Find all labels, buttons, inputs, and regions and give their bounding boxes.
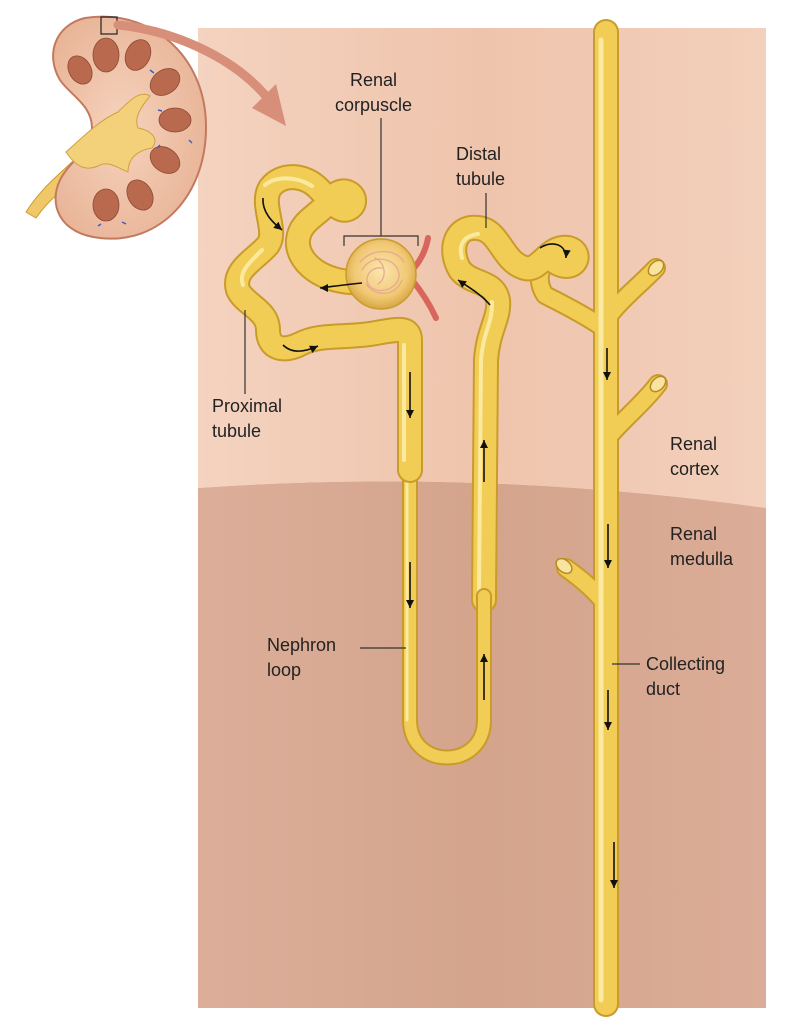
label-renal-corpuscle: Renal corpuscle [335,68,412,118]
renal-pyramids [67,37,192,222]
flow-arrowhead [273,221,282,230]
flow-arrowhead [604,722,612,730]
renal-corpuscle [345,235,439,321]
label-line: Distal [456,144,502,164]
cortex-region [198,28,766,508]
label-line: Renal [350,70,398,90]
renal-corpuscle-bracket [343,118,419,246]
flow-arrowhead [562,249,571,258]
flow-arrowhead [610,880,618,888]
label-line: Collecting [646,654,726,674]
label-renal-cortex: Renal cortex [670,432,719,482]
duct-branch-opening [647,259,665,277]
nephron-tubules [224,19,668,1017]
flow-arrowhead [480,440,488,448]
glomerular-capsule [345,238,417,310]
duct-branch-opening [649,375,667,393]
label-line: duct [646,679,681,699]
flow-arrowhead [406,600,414,608]
collecting-duct [529,19,668,1017]
flow-arrowhead [458,280,467,288]
label-nephron-loop: Nephron loop [267,633,336,683]
kidney-vessels [97,69,193,227]
label-line: corpuscle [335,95,413,115]
duct-branch-opening [555,557,573,575]
label-line: medulla [670,549,734,569]
zoom-pointer-arrowhead [252,84,286,126]
kidney-cross-section [25,15,286,240]
flow-arrowhead [480,654,488,662]
zoom-pointer-arrow [113,20,270,100]
flow-arrowhead [406,410,414,418]
label-line: Nephron [267,635,337,655]
flow-arrowhead [309,345,318,354]
label-line: Proximal [212,396,283,416]
label-line: tubule [212,421,262,441]
flow-arrowhead [603,372,611,380]
leader-lines [244,118,640,665]
label-line: tubule [456,169,506,189]
label-collecting-duct: Collecting duct [646,652,725,702]
label-line: cortex [670,459,720,479]
glomerulus [359,250,405,294]
label-renal-medulla: Renal medulla [670,522,733,572]
label-line: Renal [670,524,718,544]
flow-arrowhead [604,560,612,568]
flow-arrowhead [320,284,328,292]
flow-arrows [262,197,618,888]
distal-tubule [441,214,590,613]
label-line: Renal [670,434,718,454]
label-line: loop [267,660,302,680]
renal-pelvis [65,93,156,173]
label-distal-tubule: Distal tubule [456,142,505,192]
label-proximal-tubule: Proximal tubule [212,394,282,444]
